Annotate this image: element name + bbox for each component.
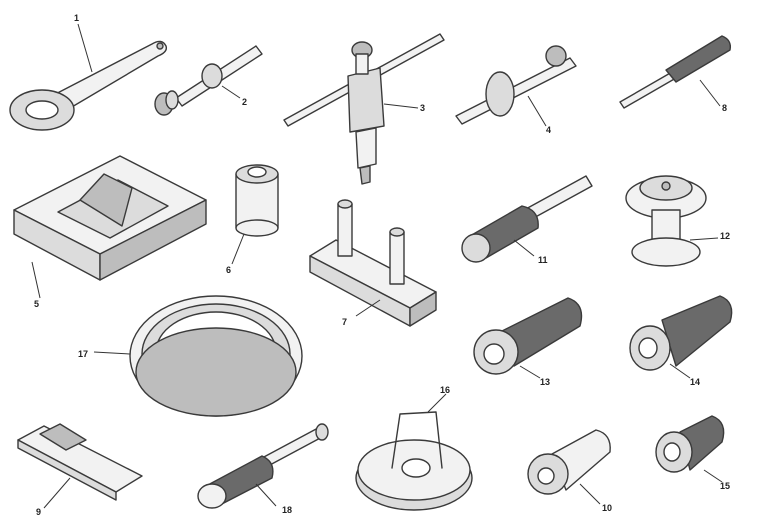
callout-7: 7 xyxy=(342,317,348,327)
tool-12-spool xyxy=(625,175,719,267)
callout-11: 11 xyxy=(538,255,548,265)
callout-17: 17 xyxy=(78,349,89,359)
callout-12: 12 xyxy=(720,231,731,241)
callout-14: 14 xyxy=(690,377,701,387)
callout-1: 1 xyxy=(74,13,80,23)
tool-9-slotted-plate xyxy=(17,423,143,509)
callout-5: 5 xyxy=(34,299,40,309)
callout-10: 10 xyxy=(602,503,613,513)
callout-15: 15 xyxy=(720,481,731,491)
tool-4-flanged-shaft xyxy=(455,45,577,127)
tool-13-knurled-bush xyxy=(473,297,583,379)
tool-3-bar-tool xyxy=(283,33,445,185)
tool-6-sleeve xyxy=(231,164,279,265)
callout-8: 8 xyxy=(722,103,728,113)
callout-18: 18 xyxy=(282,505,293,515)
tool-1-pin-wrench xyxy=(9,23,168,131)
tool-2-puller-rod xyxy=(154,45,263,116)
tool-17-ring xyxy=(93,295,303,417)
tool-14-knurled-bush xyxy=(629,295,733,379)
tool-10-stepped-sleeve xyxy=(527,429,611,505)
callout-4: 4 xyxy=(546,125,552,135)
tool-16-pulley xyxy=(355,393,473,511)
callout-9: 9 xyxy=(36,507,42,517)
tool-5-fixture-box xyxy=(13,155,207,299)
callout-16: 16 xyxy=(440,385,451,395)
callout-13: 13 xyxy=(540,377,551,387)
tool-18-knurled-holder xyxy=(197,423,329,509)
callout-2: 2 xyxy=(242,97,248,107)
tool-7-fork-bracket xyxy=(309,199,437,327)
tool-11-knurled-drift xyxy=(461,175,593,263)
callout-3: 3 xyxy=(420,103,426,113)
callout-6: 6 xyxy=(226,265,232,275)
tool-8-knurled-driver xyxy=(619,35,732,109)
tool-15-short-knurled-bush xyxy=(655,415,725,483)
